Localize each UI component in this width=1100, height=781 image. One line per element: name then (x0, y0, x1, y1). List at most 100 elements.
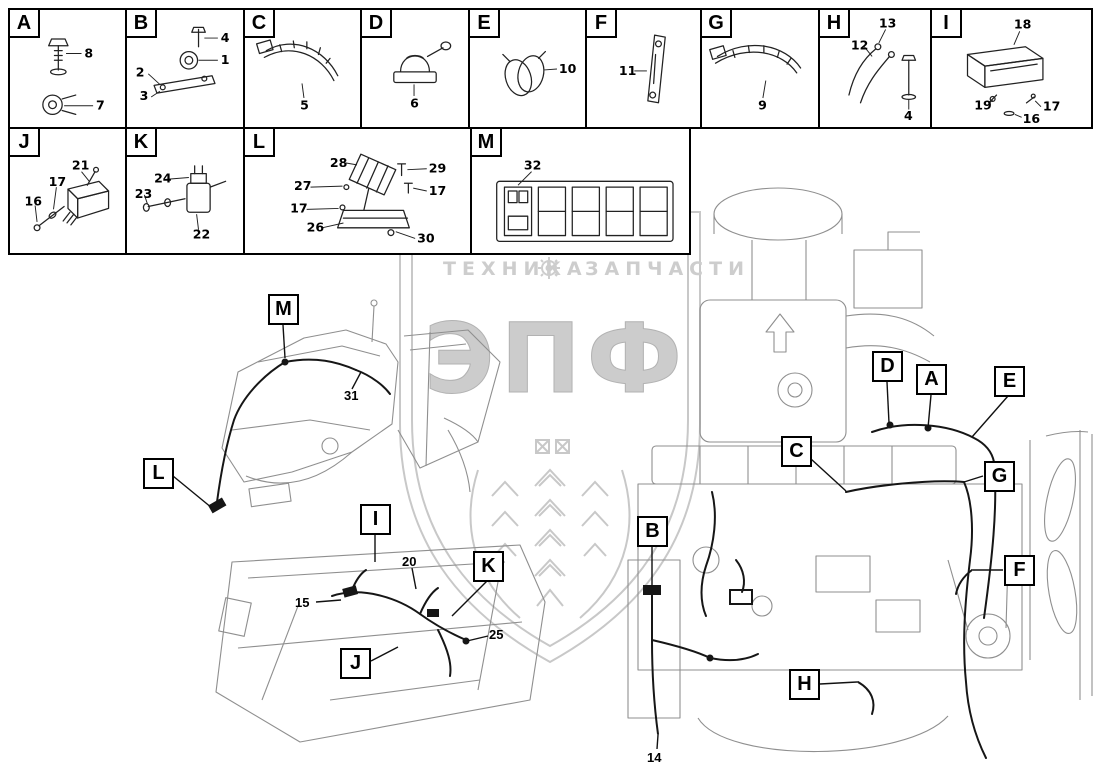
legend-cell-a: 8 7 A (8, 8, 127, 129)
callout-number: 17 (49, 174, 66, 189)
legend-cell-k-letter: K (127, 129, 157, 157)
watermark-logo: ЭПФ (424, 303, 688, 415)
platform-harness (331, 569, 470, 677)
watermark-shield (399, 211, 701, 664)
callout-number: 3 (140, 88, 149, 103)
diagram-label-h: H (789, 669, 820, 700)
callout-number: 4 (904, 108, 913, 123)
callout-number: 10 (559, 61, 577, 76)
legend-cell-a-illustration: 8 7 (42, 38, 105, 116)
diagram-callout-14: 14 (647, 750, 662, 765)
legend-cell-d-illustration: 6 (393, 41, 452, 111)
callout-number: 5 (300, 98, 309, 113)
callout-number: 29 (429, 161, 447, 176)
callout-number: 8 (84, 45, 93, 60)
legend-cell-j-illustration: 21 17 16 (24, 158, 110, 232)
legend-cell-l-illustration: 28 27 17 26 29 17 30 (290, 153, 447, 245)
legend-cell-b: 4 1 2 3 B (125, 8, 245, 129)
diagram-label-d: D (872, 351, 903, 382)
diagram-label-i: I (360, 504, 391, 535)
legend-cell-f-illustration: 11 (619, 34, 666, 104)
cab-harness (208, 358, 391, 514)
callout-number: 16 (24, 193, 42, 208)
legend-cell-l: 28 27 17 26 29 17 30 L (243, 127, 472, 255)
callout-number: 2 (136, 65, 145, 80)
legend-cell-k-illustration: 24 23 22 (135, 165, 227, 241)
legend-cell-g-illustration: 9 (709, 44, 802, 113)
diagram-label-m: M (268, 294, 299, 325)
diagram-label-e: E (994, 366, 1025, 397)
watermark-title-right: ЗАПЧАСТИ (585, 258, 750, 280)
diagram-label-a: A (916, 364, 947, 395)
callout-number: 30 (417, 230, 435, 245)
diagram-label-k: K (473, 551, 504, 582)
diagram-callout-31: 31 (344, 388, 359, 403)
callout-number: 24 (154, 170, 172, 185)
leader-lines (172, 324, 1009, 750)
callout-number: 18 (1014, 16, 1031, 31)
legend-cell-d-letter: D (362, 10, 392, 38)
callout-number: 23 (135, 186, 152, 201)
legend-cell-e: 10 E (468, 8, 587, 129)
engine-harness (643, 421, 997, 759)
callout-number: 17 (290, 200, 308, 215)
diagram-label-c: C (781, 436, 812, 467)
callout-number: 9 (758, 98, 767, 113)
callout-number: 1 (221, 52, 230, 67)
legend-cell-b-illustration: 4 1 2 3 (136, 26, 230, 103)
diagram-callout-25: 25 (489, 627, 504, 642)
legend-cell-l-letter: L (245, 129, 275, 157)
legend-cell-c: 5 C (243, 8, 362, 129)
legend-cell-j: 21 17 16 J (8, 127, 127, 255)
callout-number: 17 (429, 183, 447, 198)
diagram-label-b: B (637, 516, 668, 547)
callout-number: 17 (1043, 99, 1060, 114)
diagram-label-l: L (143, 458, 174, 489)
callout-number: 28 (330, 155, 348, 170)
diagram-label-j: J (340, 648, 371, 679)
legend-cell-j-letter: J (10, 129, 40, 157)
callout-number: 7 (96, 98, 105, 113)
legend-cell-b-letter: B (127, 10, 157, 38)
callout-number: 16 (1023, 111, 1041, 126)
platform-sketch (215, 544, 546, 743)
callout-number: 22 (193, 226, 210, 241)
diagram-label-g: G (984, 461, 1015, 492)
legend-cell-g-letter: G (702, 10, 732, 38)
legend-cell-e-illustration: 10 (502, 50, 577, 97)
legend-cell-k: 24 23 22 K (125, 127, 245, 255)
legend-cell-c-letter: C (245, 10, 275, 38)
legend-cell-f: 11 F (585, 8, 702, 129)
callout-number: 13 (879, 15, 896, 30)
legend-cell-m: 32 M (470, 127, 691, 255)
legend-cell-d: 6 D (360, 8, 470, 129)
callout-number: 32 (524, 158, 542, 173)
legend-cell-m-letter: M (472, 129, 502, 157)
callout-number: 12 (851, 38, 868, 53)
legend-cell-m-illustration: 32 (496, 158, 674, 243)
legend-cell-f-letter: F (587, 10, 617, 38)
watermark-title-left: ТЕХНИКА (443, 258, 588, 280)
diagram-label-f: F (1004, 555, 1035, 586)
callout-number: 19 (974, 98, 991, 113)
legend-cell-h: 13 12 4 H (818, 8, 932, 129)
callout-number: 4 (221, 30, 230, 45)
legend-cell-i-letter: I (932, 10, 962, 38)
legend-cell-e-letter: E (470, 10, 500, 38)
legend-cell-i-illustration: 18 19 17 16 (966, 16, 1060, 126)
legend-cell-h-letter: H (820, 10, 850, 38)
callout-number: 27 (294, 178, 312, 193)
callout-number: 26 (307, 220, 325, 235)
callout-number: 11 (619, 63, 636, 78)
legend-cell-c-illustration: 5 (255, 39, 339, 113)
callout-number: 6 (410, 96, 419, 111)
legend-cell-i: 18 19 17 16 I (930, 8, 1093, 129)
diagram-callout-20: 20 (402, 554, 417, 569)
diagram-callout-15: 15 (295, 595, 310, 610)
callout-number: 21 (72, 158, 89, 173)
legend-cell-h-illustration: 13 12 4 (848, 15, 917, 123)
legend-cell-a-letter: A (10, 10, 40, 38)
cab-sketch (221, 299, 501, 508)
